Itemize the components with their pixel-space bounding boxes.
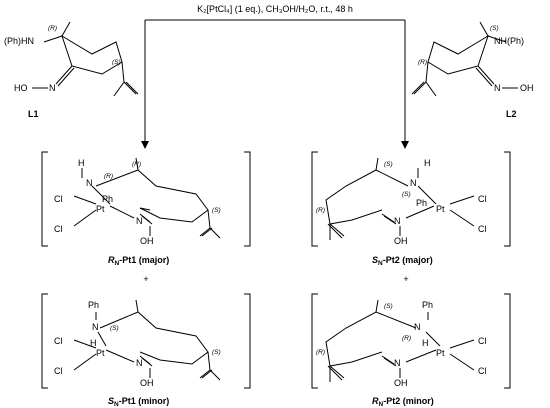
complex-sn-pt1-minor: Ph N (S) H Pt Cl Cl N OH (S) SN-Pt1 (min… — [41, 293, 251, 408]
label-rn-pt1-major: RN-Pt1 (major) — [108, 255, 169, 267]
svg-text:(R): (R) — [48, 25, 57, 32]
svg-text:(S): (S) — [384, 161, 393, 168]
svg-text:N: N — [410, 178, 417, 188]
svg-text:Cl: Cl — [478, 366, 487, 376]
complex-sn-pt2-major: H N (S) (S) Ph Pt Cl Cl N OH (R) SN-Pt2 … — [311, 151, 511, 267]
label-l1: L1 — [28, 109, 39, 119]
svg-text:(R): (R) — [316, 207, 325, 214]
svg-text:OH: OH — [394, 236, 408, 246]
complex-rn-pt2-minor: Ph N (R) (S) H Pt Cl Cl N OH (R) RN-Pt2 … — [311, 293, 511, 408]
svg-text:N: N — [414, 322, 421, 332]
svg-text:Cl: Cl — [54, 224, 63, 234]
svg-text:Pt: Pt — [436, 204, 445, 214]
complex-rn-pt1-major: H N (R) (R) Ph Pt Cl Cl N OH (S) RN-Pt1 … — [41, 151, 251, 267]
svg-text:(R): (R) — [418, 59, 427, 66]
svg-text:Ph: Ph — [416, 198, 427, 208]
label-l2: L2 — [506, 109, 517, 119]
svg-text:H: H — [424, 158, 431, 168]
label-sn-pt2-major: SN-Pt2 (major) — [372, 255, 433, 267]
svg-text:(S): (S) — [402, 191, 411, 198]
svg-text:(S): (S) — [212, 349, 221, 356]
svg-text:OH: OH — [140, 378, 154, 388]
svg-text:OH: OH — [520, 83, 534, 93]
label-sn-pt1-minor: SN-Pt1 (minor) — [108, 396, 169, 408]
svg-text:(S): (S) — [112, 59, 121, 66]
svg-text:N: N — [494, 83, 501, 93]
svg-text:H: H — [78, 158, 85, 168]
svg-text:N: N — [92, 322, 99, 332]
svg-text:Cl: Cl — [54, 336, 63, 346]
svg-text:HO: HO — [14, 83, 28, 93]
svg-text:H: H — [422, 338, 429, 348]
svg-text:(R): (R) — [132, 161, 141, 168]
svg-text:N: N — [394, 358, 401, 368]
svg-text:N: N — [49, 83, 56, 93]
svg-text:N: N — [394, 216, 401, 226]
svg-text:(S): (S) — [490, 25, 499, 32]
ligand-l2: NH(Ph) (S) (R) N OH L2 — [411, 21, 534, 119]
plus-left: + — [143, 274, 148, 284]
svg-text:(R): (R) — [402, 335, 411, 342]
svg-text:(R): (R) — [104, 173, 113, 180]
svg-text:Ph: Ph — [88, 300, 99, 310]
svg-text:Ph: Ph — [102, 194, 113, 204]
svg-text:(S): (S) — [110, 325, 119, 332]
svg-text:Cl: Cl — [54, 366, 63, 376]
reaction-conditions: K₂[PtCl₄] (1 eq.), CH₃OH/H₂O, r.t., 48 h — [197, 4, 353, 14]
svg-text:Cl: Cl — [478, 336, 487, 346]
svg-text:N: N — [86, 178, 93, 188]
svg-text:Cl: Cl — [54, 194, 63, 204]
svg-text:N: N — [136, 216, 143, 226]
svg-text:(R): (R) — [316, 349, 325, 356]
svg-text:N: N — [136, 358, 143, 368]
svg-text:(Ph)HN: (Ph)HN — [4, 36, 34, 46]
svg-text:NH(Ph): NH(Ph) — [494, 36, 524, 46]
plus-right: + — [403, 274, 408, 284]
svg-text:(S): (S) — [212, 207, 221, 214]
svg-text:Pt: Pt — [96, 204, 105, 214]
svg-text:H: H — [90, 338, 97, 348]
svg-text:Ph: Ph — [422, 300, 433, 310]
ligand-l1: (Ph)HN (R) (S) N HO L1 — [4, 21, 139, 119]
svg-text:(S): (S) — [384, 303, 393, 310]
svg-text:OH: OH — [140, 236, 154, 246]
svg-text:Pt: Pt — [96, 348, 105, 358]
svg-text:Cl: Cl — [478, 194, 487, 204]
svg-text:Pt: Pt — [436, 348, 445, 358]
svg-text:Cl: Cl — [478, 224, 487, 234]
svg-text:OH: OH — [394, 378, 408, 388]
label-rn-pt2-minor: RN-Pt2 (minor) — [372, 396, 434, 408]
